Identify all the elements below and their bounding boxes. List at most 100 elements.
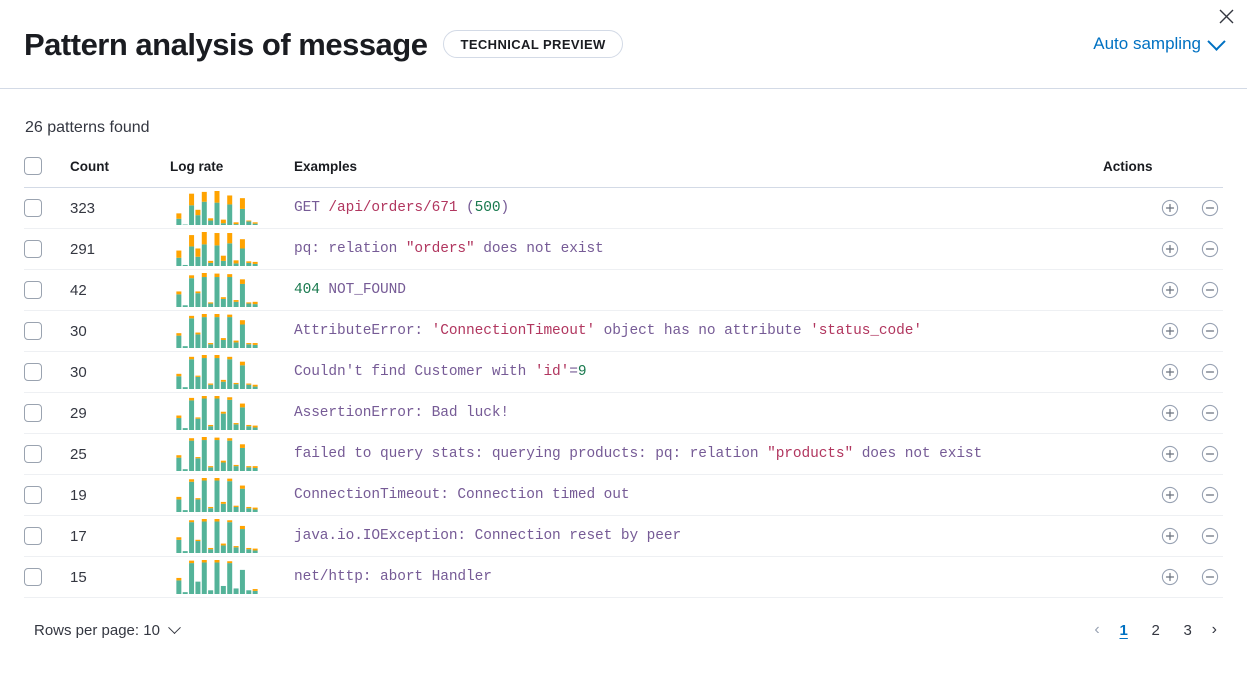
row-actions	[1103, 269, 1223, 311]
filter-out-button[interactable]	[1197, 400, 1223, 426]
filter-out-button[interactable]	[1197, 359, 1223, 385]
row-checkbox[interactable]	[24, 363, 42, 381]
row-checkbox[interactable]	[24, 404, 42, 422]
filter-out-button[interactable]	[1197, 318, 1223, 344]
page-3-button[interactable]: 3	[1183, 621, 1192, 639]
row-select-cell	[24, 474, 70, 516]
table-row[interactable]: 30 AttributeError: 'ConnectionTimeout' ob…	[24, 310, 1223, 352]
row-actions	[1103, 474, 1223, 516]
page-1-button[interactable]: 1	[1119, 621, 1128, 639]
row-log-rate-sparkline	[170, 228, 294, 270]
row-actions	[1103, 187, 1223, 229]
select-all-header	[24, 157, 70, 188]
row-select-cell	[24, 351, 70, 393]
row-checkbox[interactable]	[24, 527, 42, 545]
filter-for-button[interactable]	[1157, 318, 1183, 344]
filter-out-button[interactable]	[1197, 441, 1223, 467]
row-checkbox[interactable]	[24, 240, 42, 258]
filter-out-button[interactable]	[1197, 236, 1223, 262]
filter-for-button[interactable]	[1157, 482, 1183, 508]
row-count: 29	[70, 392, 170, 434]
page-2-button[interactable]: 2	[1151, 621, 1160, 639]
select-all-checkbox[interactable]	[24, 157, 42, 175]
table-row[interactable]: 25 failed to query stats: querying produc…	[24, 433, 1223, 475]
row-checkbox[interactable]	[24, 281, 42, 299]
row-actions	[1103, 351, 1223, 393]
actions-header: Actions	[1103, 157, 1223, 188]
rows-per-page-button[interactable]: Rows per page: 10	[34, 620, 181, 639]
row-actions	[1103, 556, 1223, 598]
filter-out-button[interactable]	[1197, 523, 1223, 549]
row-example: AttributeError: 'ConnectionTimeout' obje…	[294, 310, 1103, 352]
row-actions	[1103, 515, 1223, 557]
close-button[interactable]	[1213, 3, 1239, 29]
filter-out-button[interactable]	[1197, 482, 1223, 508]
filter-for-button[interactable]	[1157, 564, 1183, 590]
log-rate-header[interactable]: Log rate	[170, 157, 294, 188]
row-example: GET /api/orders/671 (500)	[294, 187, 1103, 229]
filter-out-button[interactable]	[1197, 564, 1223, 590]
row-select-cell	[24, 187, 70, 229]
row-example: failed to query stats: querying products…	[294, 433, 1103, 475]
row-count: 25	[70, 433, 170, 475]
count-header[interactable]: Count	[70, 157, 170, 188]
auto-sampling-label: Auto sampling	[1093, 34, 1201, 53]
row-log-rate-sparkline	[170, 187, 294, 229]
auto-sampling-button[interactable]: Auto sampling	[1093, 31, 1226, 54]
chevron-down-icon	[168, 620, 181, 634]
row-select-cell	[24, 269, 70, 311]
row-example: pq: relation "orders" does not exist	[294, 228, 1103, 270]
row-checkbox[interactable]	[24, 199, 42, 217]
filter-for-button[interactable]	[1157, 523, 1183, 549]
header-actions: Auto sampling	[1093, 31, 1226, 54]
table-header: Count Log rate Examples Actions	[24, 157, 1223, 188]
row-log-rate-sparkline	[170, 474, 294, 516]
examples-header[interactable]: Examples	[294, 157, 1103, 188]
pagination: ‹ 1 2 3 ›	[1088, 616, 1223, 644]
row-count: 42	[70, 269, 170, 311]
panel-header: Pattern analysis of message TECHNICAL PR…	[0, 0, 1247, 89]
filter-for-button[interactable]	[1157, 195, 1183, 221]
filter-for-button[interactable]	[1157, 359, 1183, 385]
row-checkbox[interactable]	[24, 322, 42, 340]
row-checkbox[interactable]	[24, 486, 42, 504]
table-row[interactable]: 29 AssertionError: Bad luck!	[24, 392, 1223, 434]
filter-for-button[interactable]	[1157, 400, 1183, 426]
row-checkbox[interactable]	[24, 568, 42, 586]
panel-body: 26 patterns found Count Log rate Example…	[0, 89, 1247, 598]
filter-for-button[interactable]	[1157, 277, 1183, 303]
row-log-rate-sparkline	[170, 515, 294, 557]
chevron-left-icon[interactable]: ‹	[1094, 621, 1100, 638]
row-actions	[1103, 310, 1223, 352]
page-title: Pattern analysis of message	[24, 26, 428, 62]
rows-per-page-label: Rows per page: 10	[34, 621, 160, 639]
table-row[interactable]: 42 404 NOT_FOUND	[24, 269, 1223, 311]
row-example: net/http: abort Handler	[294, 556, 1103, 598]
row-actions	[1103, 228, 1223, 270]
row-example: Couldn't find Customer with 'id'=9	[294, 351, 1103, 393]
close-icon	[1219, 9, 1233, 23]
row-select-cell	[24, 433, 70, 475]
chevron-right-icon[interactable]: ›	[1211, 621, 1217, 638]
filter-out-button[interactable]	[1197, 277, 1223, 303]
title-group: Pattern analysis of message TECHNICAL PR…	[24, 29, 623, 60]
row-example: AssertionError: Bad luck!	[294, 392, 1103, 434]
row-actions	[1103, 392, 1223, 434]
filter-for-button[interactable]	[1157, 441, 1183, 467]
row-count: 30	[70, 310, 170, 352]
row-example: 404 NOT_FOUND	[294, 269, 1103, 311]
status-badge: TECHNICAL PREVIEW	[443, 30, 623, 58]
patterns-found-label: 26 patterns found	[25, 119, 150, 136]
row-checkbox[interactable]	[24, 445, 42, 463]
table-row[interactable]: 15 net/http: abort Handler	[24, 556, 1223, 598]
row-count: 15	[70, 556, 170, 598]
filter-out-button[interactable]	[1197, 195, 1223, 221]
row-example: ConnectionTimeout: Connection timed out	[294, 474, 1103, 516]
filter-for-button[interactable]	[1157, 236, 1183, 262]
